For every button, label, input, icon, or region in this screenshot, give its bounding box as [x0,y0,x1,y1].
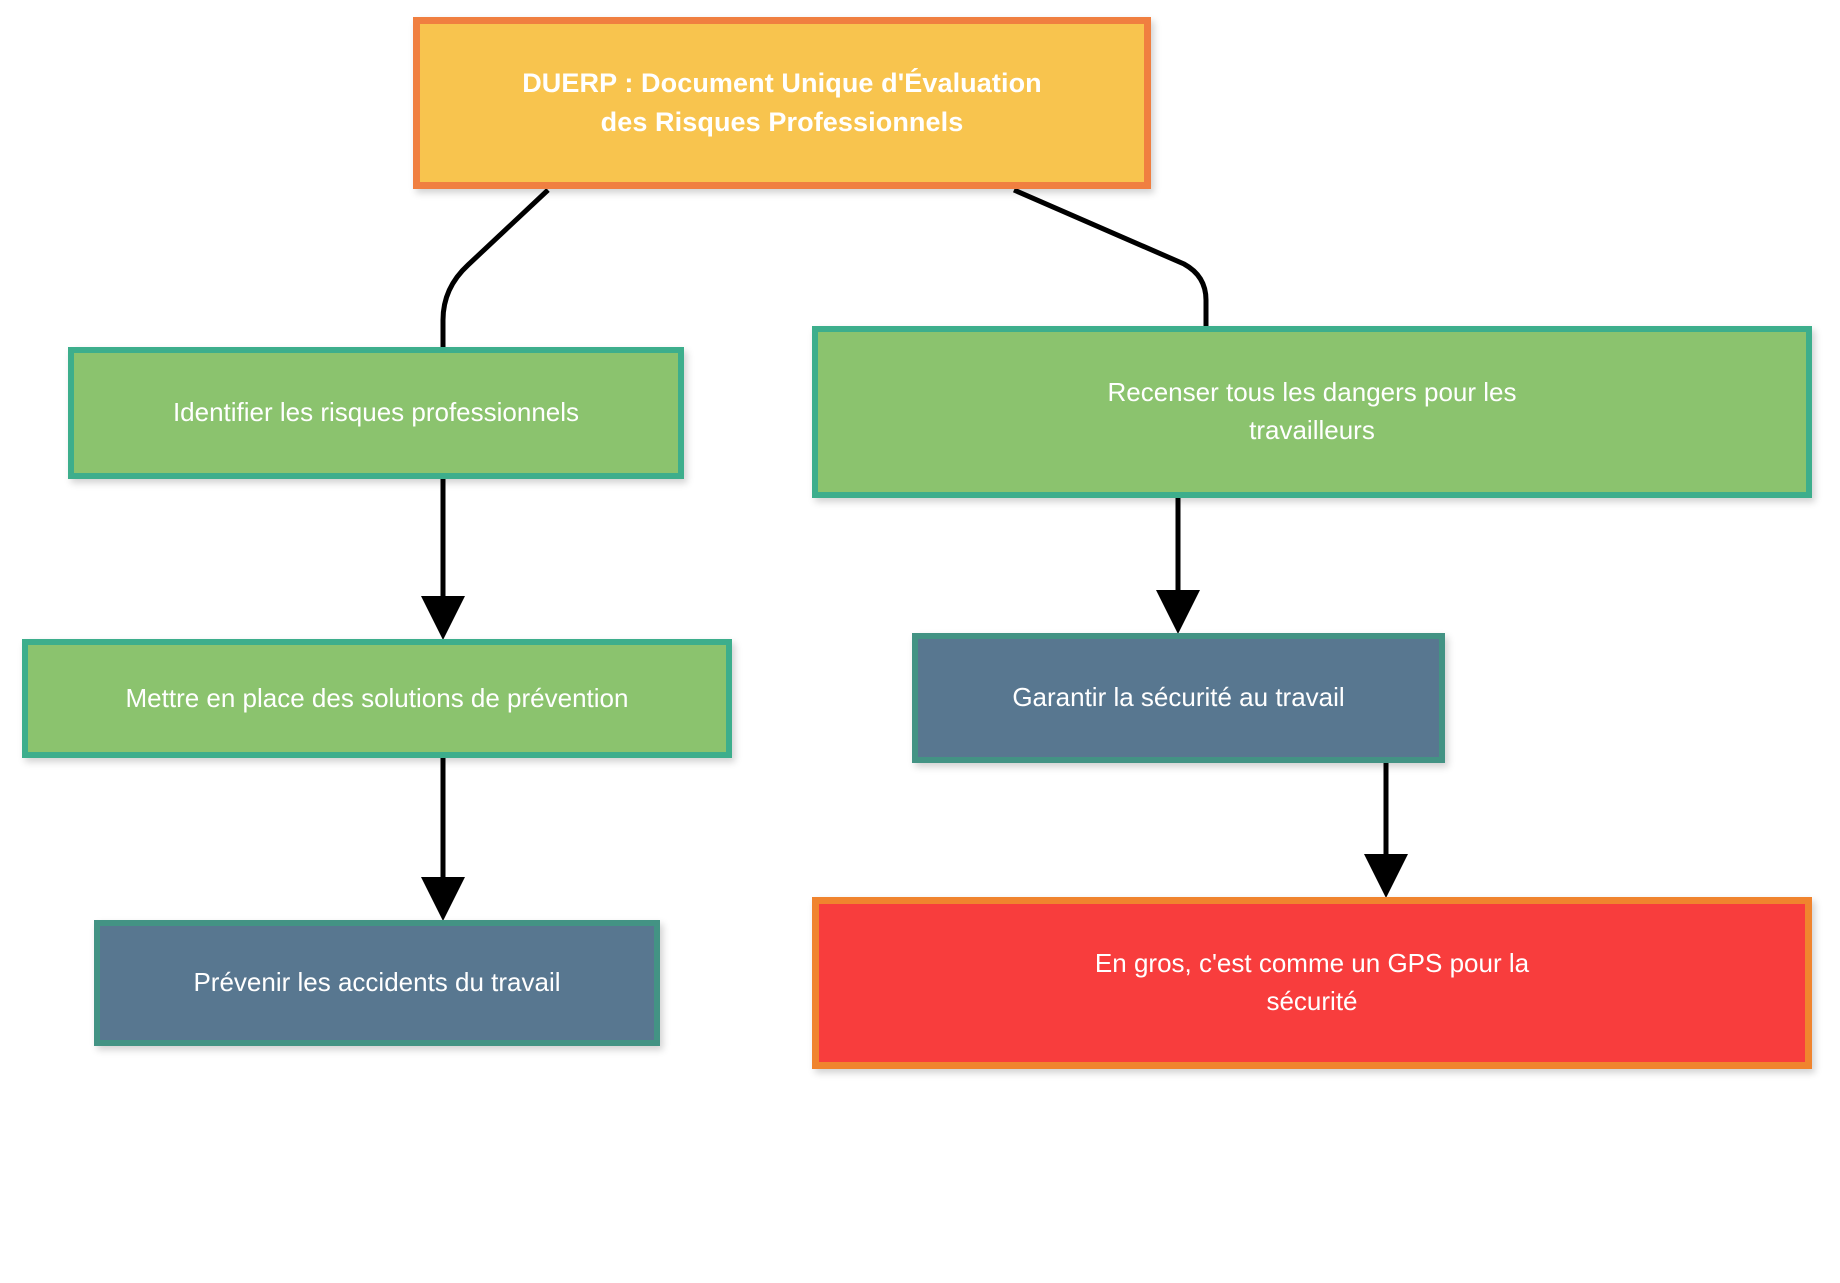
edge-recenser-to-garantir [1156,498,1200,634]
node-garantir-securite-label: Garantir la sécurité au travail [1012,682,1345,713]
node-garantir-securite[interactable]: Garantir la sécurité au travail [912,633,1445,763]
node-prevenir-accidents-label: Prévenir les accidents du travail [193,967,561,998]
node-gps-securite[interactable]: En gros, c'est comme un GPS pour la sécu… [812,897,1812,1069]
node-mettre-solutions-label: Mettre en place des solutions de prévent… [125,682,629,713]
node-gps-securite-label: En gros, c'est comme un GPS pour la sécu… [1094,948,1530,1016]
edge-garantir-to-gps [1364,763,1408,898]
edge-mettre-to-prevenir [421,758,465,921]
node-recenser-dangers[interactable]: Recenser tous les dangers pour les trava… [812,326,1812,498]
node-recenser-dangers-label: Recenser tous les dangers pour les trava… [1107,377,1517,445]
node-mettre-solutions[interactable]: Mettre en place des solutions de prévent… [22,639,732,758]
node-prevenir-accidents[interactable]: Prévenir les accidents du travail [94,920,660,1046]
node-duerp-root[interactable]: DUERP : Document Unique d'Évaluation des… [413,17,1151,189]
node-duerp-root-label: DUERP : Document Unique d'Évaluation des… [522,67,1042,137]
node-identifier-risques-label: Identifier les risques professionnels [172,397,580,428]
edge-identifier-to-mettre [421,479,465,640]
node-identifier-risques[interactable]: Identifier les risques professionnels [68,347,684,479]
